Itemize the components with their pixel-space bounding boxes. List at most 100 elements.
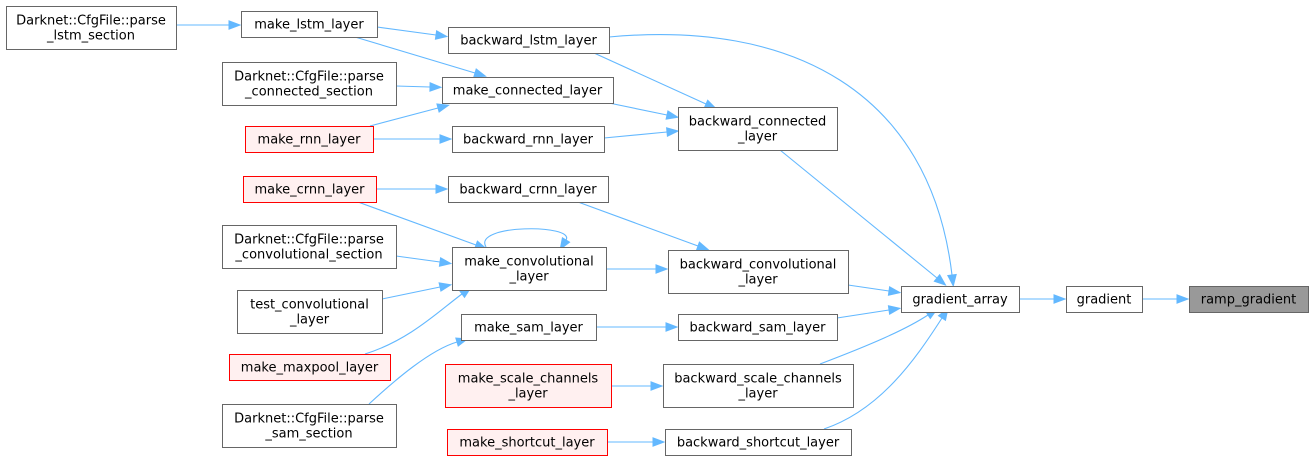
node-box	[222, 404, 397, 448]
node-box	[245, 126, 374, 153]
arrowhead-icon	[933, 273, 947, 286]
edge-make-rnn-layer-to-backward-rnn-layer	[373, 134, 453, 144]
edge-backward-rnn-layer-to-backward-connected-layer	[603, 127, 680, 139]
node-label: make_rnn_layer	[258, 133, 362, 148]
arrowhead-icon	[655, 264, 669, 274]
node-label: make_maxpool_layer	[241, 361, 379, 376]
node-label: make_convolutional	[464, 255, 594, 270]
node-label: test_convolutional	[250, 298, 369, 313]
node-make-sam-layer[interactable]: make_sam_layer	[461, 314, 597, 341]
edge-test-convolutional-layer-to-make-convolutional-layer	[381, 282, 453, 300]
edge-line	[847, 284, 890, 292]
node-box	[445, 364, 612, 408]
node-make-connected-layer[interactable]: make_connected_layer	[442, 77, 614, 104]
graph-nodes: ramp_gradientgradientgradient_arraybackw…	[6, 6, 1309, 456]
arrowhead-icon	[947, 273, 957, 288]
arrowhead-icon	[695, 241, 710, 251]
node-box	[668, 250, 849, 294]
edge-make-convolutional-layer-to-backward-convolutional-layer	[606, 264, 669, 274]
node-label: backward_rnn_layer	[463, 133, 594, 148]
node-label: _sam_section	[264, 427, 352, 442]
node-box	[452, 126, 605, 153]
node-backward-rnn-layer[interactable]: backward_rnn_layer	[452, 126, 605, 153]
node-box	[448, 27, 610, 54]
edge-line	[395, 255, 441, 263]
node-label: _layer	[737, 130, 778, 145]
edge-line	[603, 131, 668, 139]
edge-line	[593, 52, 707, 105]
edge-parse-convolutional-section-to-make-convolutional-layer	[395, 255, 453, 267]
edge-line	[354, 36, 476, 74]
edge-backward-lstm-layer-to-gradient-array	[608, 34, 957, 288]
node-box	[901, 286, 1020, 313]
node-label: backward_scale_channels	[674, 372, 842, 387]
node-box	[447, 429, 608, 456]
node-backward-connected-layer[interactable]: backward_connected_layer	[678, 107, 838, 151]
node-backward-sam-layer[interactable]: backward_sam_layer	[678, 314, 838, 341]
edge-line	[577, 201, 699, 247]
node-test-convolutional-layer[interactable]: test_convolutional_layer	[237, 290, 383, 334]
edge-make-convolutional-layer-to-make-convolutional-layer	[484, 228, 571, 251]
node-label: make_scale_channels	[458, 372, 599, 387]
edge-line	[368, 341, 458, 405]
edge-backward-connected-layer-to-gradient-array	[779, 149, 947, 286]
arrowhead-icon	[473, 68, 487, 78]
arrowhead-icon	[559, 236, 571, 251]
edge-line	[369, 107, 439, 127]
node-parse-lstm-section[interactable]: Darknet::CfgFile::parse_lstm_section	[6, 6, 177, 50]
node-backward-convolutional-layer[interactable]: backward_convolutional_layer	[668, 250, 849, 294]
edge-parse-lstm-section-to-make-lstm-layer	[176, 20, 242, 30]
node-parse-convolutional-section[interactable]: Darknet::CfgFile::parse_convolutional_se…	[222, 225, 397, 269]
node-label: gradient_array	[912, 293, 1008, 308]
edge-line	[608, 102, 668, 116]
edge-gradient-to-ramp-gradient	[1142, 294, 1190, 304]
node-label: _layer	[737, 273, 778, 288]
node-box	[461, 314, 597, 341]
edge-backward-sam-layer-to-gradient-array	[836, 305, 902, 319]
node-label: _layer	[508, 270, 549, 285]
node-backward-scale-channels-layer[interactable]: backward_scale_channels_layer	[663, 364, 854, 408]
edge-line	[395, 85, 431, 88]
node-label: gradient	[1077, 293, 1132, 308]
node-make-crnn-layer[interactable]: make_crnn_layer	[243, 176, 377, 203]
node-box	[6, 6, 177, 50]
node-label: backward_connected	[689, 115, 826, 130]
node-label: backward_shortcut_layer	[677, 436, 840, 451]
node-parse-sam-section[interactable]: Darknet::CfgFile::parse_sam_section	[222, 404, 397, 448]
edge-gradient-array-to-gradient	[1019, 294, 1067, 304]
node-gradient-array[interactable]: gradient_array	[901, 286, 1020, 313]
node-box	[665, 429, 852, 456]
node-box	[678, 314, 838, 341]
node-make-scale-channels-layer[interactable]: make_scale_channels_layer	[445, 364, 612, 408]
node-make-convolutional-layer[interactable]: make_convolutional_layer	[452, 247, 607, 291]
node-label: make_sam_layer	[474, 321, 583, 336]
node-label: Darknet::CfgFile::parse	[234, 412, 384, 427]
arrowhead-icon	[228, 20, 242, 30]
edge-backward-convolutional-layer-to-gradient-array	[847, 284, 902, 296]
arrowhead-icon	[438, 282, 453, 292]
node-ramp-gradient[interactable]: ramp_gradient	[1189, 286, 1309, 313]
node-label: backward_lstm_layer	[460, 34, 597, 49]
node-label: _layer	[737, 387, 778, 402]
arrowhead-icon	[1053, 294, 1067, 304]
node-label: Darknet::CfgFile::parse	[234, 233, 384, 248]
node-parse-connected-section[interactable]: Darknet::CfgFile::parse_connected_sectio…	[222, 62, 397, 106]
node-make-lstm-layer[interactable]: make_lstm_layer	[241, 11, 378, 38]
node-box	[448, 176, 609, 203]
node-make-rnn-layer[interactable]: make_rnn_layer	[245, 126, 374, 153]
node-label: Darknet::CfgFile::parse	[234, 70, 384, 85]
arrowhead-icon	[666, 127, 680, 137]
node-box	[663, 364, 854, 408]
node-backward-lstm-layer[interactable]: backward_lstm_layer	[448, 27, 610, 54]
node-make-maxpool-layer[interactable]: make_maxpool_layer	[229, 354, 391, 381]
node-backward-shortcut-layer[interactable]: backward_shortcut_layer	[665, 429, 852, 456]
node-box	[241, 11, 378, 38]
node-box	[678, 107, 838, 151]
node-label: backward_sam_layer	[690, 321, 827, 336]
node-backward-crnn-layer[interactable]: backward_crnn_layer	[448, 176, 609, 203]
node-make-shortcut-layer[interactable]: make_shortcut_layer	[447, 429, 608, 456]
node-gradient[interactable]: gradient	[1066, 286, 1143, 313]
arrowhead-icon	[434, 30, 449, 40]
arrowhead-icon	[435, 184, 449, 194]
arrowhead-icon	[436, 103, 450, 113]
